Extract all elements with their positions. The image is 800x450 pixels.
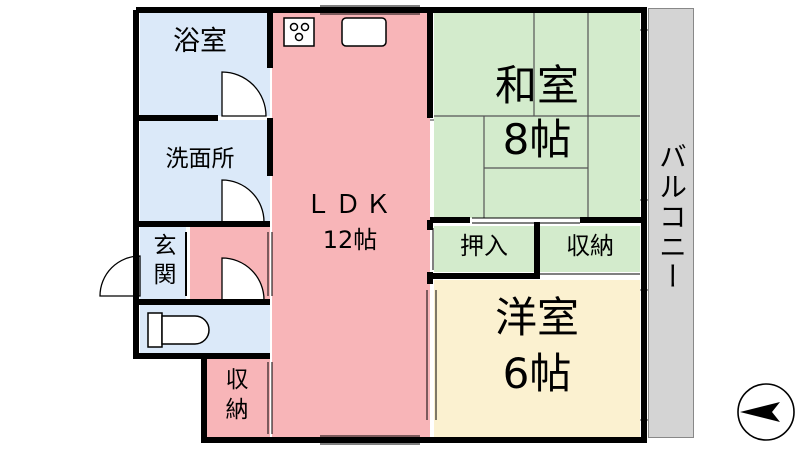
ldk-size-label: 12帖: [322, 226, 378, 254]
oshiire-label: 押入: [460, 232, 508, 260]
storage-mid-room: [540, 226, 640, 272]
balcony-label: バルコニー: [655, 142, 688, 292]
ldk-label: ＬＤＫ: [304, 190, 395, 220]
storage-small-room: [206, 358, 270, 438]
kitchen-sink-icon: [341, 17, 387, 47]
entrance: [140, 226, 186, 300]
yoshitsu-label: 洋室: [494, 293, 579, 342]
toilet-icon: [147, 312, 210, 348]
door-swings: [99, 71, 267, 301]
balcony-area: [648, 8, 694, 438]
kitchen-stove-icon: [283, 17, 315, 47]
oshiire-room: [434, 226, 534, 272]
bath-label: 浴室: [173, 26, 227, 57]
yoshitsu-room: [434, 280, 640, 438]
ldk-room: [272, 12, 430, 438]
washitsu-room: [434, 12, 640, 218]
storage-mid-label: 収納: [566, 232, 614, 260]
north-arrow-icon: [737, 383, 795, 441]
yoshitsu-size-label: 6帖: [502, 349, 572, 398]
entrance-label-1: 玄: [153, 233, 177, 259]
washitsu-label: 和室: [494, 61, 579, 110]
walls: [133, 7, 647, 443]
tatami-lines: [434, 12, 640, 218]
storage-small-label-2: 納: [225, 397, 249, 423]
storage-small-label-1: 収: [225, 367, 249, 393]
sliding-doors: [267, 217, 640, 434]
washitsu-size-label: 8帖: [502, 115, 572, 164]
entrance-label-2: 関: [153, 262, 177, 288]
washroom-label: 洗面所: [165, 146, 235, 172]
